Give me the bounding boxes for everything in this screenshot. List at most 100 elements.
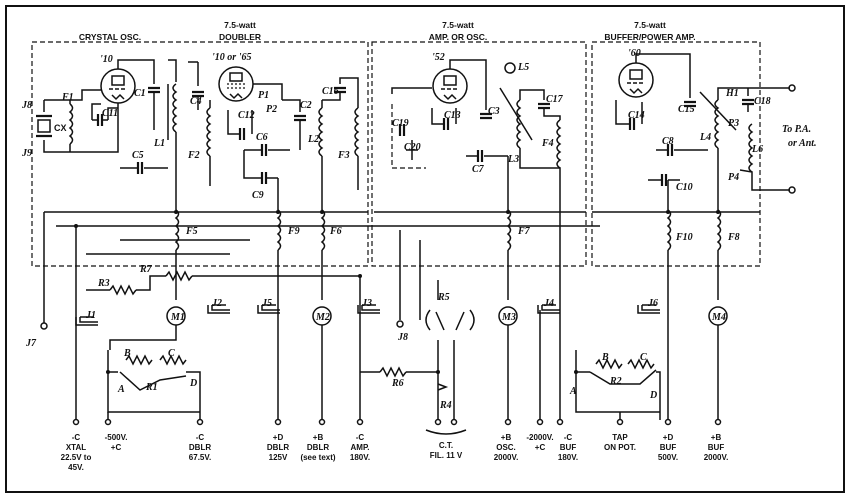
buffer-box (591, 41, 761, 267)
terminal-4: +B DBLR (see text) (300, 433, 335, 462)
lbl-c13: C13 (444, 110, 461, 121)
lbl-r7: R7 (139, 264, 153, 275)
svg-text:+B: +B (501, 433, 512, 442)
choke-f8 (717, 209, 722, 251)
lbl-r4: R4 (439, 400, 452, 411)
svg-text:AMP.: AMP. (351, 443, 370, 452)
svg-text:DBLR: DBLR (267, 443, 289, 452)
svg-text:-2000V.: -2000V. (526, 433, 553, 442)
svg-text:OSC.: OSC. (496, 443, 516, 452)
lbl-m1: M1 (170, 312, 185, 323)
svg-text:BUF: BUF (560, 443, 577, 452)
lbl-j1: J1 (85, 310, 96, 321)
lbl-f9: F9 (287, 226, 300, 237)
lbl-a1: A (117, 384, 125, 395)
lbl-f5: F5 (185, 226, 198, 237)
svg-text:(see text): (see text) (300, 453, 335, 462)
svg-text:-C: -C (72, 433, 81, 442)
lbl-r6: R6 (391, 378, 404, 389)
coil-f2 (206, 107, 211, 157)
svg-text:67.5V.: 67.5V. (189, 453, 211, 462)
coil-l3 (516, 99, 521, 149)
lbl-f6: F6 (329, 226, 342, 237)
lbl-l2: L2 (307, 134, 319, 145)
lbl-c15: C15 (678, 104, 695, 115)
lbl-c2: C2 (300, 100, 312, 111)
crystal-doubler-box (31, 41, 369, 267)
lbl-d2: D (649, 390, 657, 401)
svg-text:C.T.: C.T. (439, 441, 453, 450)
buffer-title-1: 7.5-watt (634, 20, 666, 30)
lbl-c12: C12 (238, 110, 255, 121)
svg-text:2000V.: 2000V. (704, 453, 729, 462)
lbl-f3: F3 (337, 150, 350, 161)
coil-f3 (354, 107, 359, 157)
lbl-f7: F7 (517, 226, 531, 237)
svg-text:180V.: 180V. (350, 453, 370, 462)
terminal-7: +B OSC. 2000V. (494, 433, 519, 462)
tube-buffer (618, 62, 654, 98)
tube-amp (432, 68, 468, 104)
lbl-r1: R1 (145, 382, 158, 393)
terminal-8: -2000V. +C (526, 433, 553, 452)
lbl-j5: J5 (261, 298, 272, 309)
svg-text:XTAL: XTAL (66, 443, 86, 452)
lbl-l6: L6 (751, 144, 763, 155)
choke-f1 (69, 103, 74, 145)
lbl-b2: B (601, 352, 609, 363)
tube-label-amp: '52 (432, 52, 445, 63)
lbl-j9: J9 (21, 148, 32, 159)
svg-text:45V.: 45V. (68, 463, 84, 472)
lbl-f4: F4 (541, 138, 554, 149)
lbl-p2: P2 (266, 104, 277, 115)
resistor-r7 (165, 271, 193, 281)
lbl-j8: J8 (21, 100, 32, 111)
lbl-j3: J3 (361, 298, 372, 309)
terminal-6: C.T. FIL. 11 V (425, 429, 467, 460)
terminal-10: TAP ON POT. (604, 433, 636, 452)
coil-l1 (172, 83, 177, 133)
svg-text:500V.: 500V. (658, 453, 678, 462)
lbl-l5: L5 (517, 62, 529, 73)
tube-crystal (100, 68, 136, 104)
lbl-c17: C17 (546, 94, 564, 105)
svg-text:-C: -C (196, 433, 205, 442)
terminal-row (72, 418, 722, 426)
outer-border (5, 5, 845, 493)
lbl-c1n: C (168, 348, 175, 359)
lbl-l1: L1 (153, 138, 165, 149)
tube-doubler (218, 66, 254, 102)
amp-box (371, 41, 587, 267)
lbl-f2: F2 (187, 150, 200, 161)
lbl-b1: B (123, 348, 131, 359)
lbl-c4: C4 (190, 96, 202, 107)
crystal-title: CRYSTAL OSC. (79, 32, 141, 42)
svg-text:+D: +D (663, 433, 674, 442)
lbl-j6: J6 (647, 298, 658, 309)
resistor-r3 (109, 285, 137, 295)
svg-text:+C: +C (111, 443, 122, 452)
lbl-c18: C18 (754, 96, 771, 107)
svg-text:-C: -C (564, 433, 573, 442)
lbl-c5: C5 (132, 150, 144, 161)
svg-text:BUF: BUF (708, 443, 725, 452)
lbl-p4: P4 (728, 172, 739, 183)
terminal-1: -500V. +C (105, 433, 128, 452)
lbl-c1: C1 (134, 88, 146, 99)
lbl-m3: M3 (501, 312, 516, 323)
svg-text:+B: +B (313, 433, 324, 442)
lbl-c11: C11 (102, 108, 118, 119)
resistor-b-net2 (595, 359, 623, 369)
lbl-l4: L4 (699, 132, 711, 143)
terminal-12: +B BUF 2000V. (704, 433, 729, 462)
tube-label-crystal: '10 (100, 54, 113, 65)
lbl-p1: P1 (258, 90, 269, 101)
tube-label-buffer: '60 (628, 48, 641, 59)
lbl-c16: C16 (322, 86, 339, 97)
lbl-c2n: C (640, 352, 647, 363)
lbl-f1: F1 (61, 92, 74, 103)
terminal-5: -C AMP. 180V. (350, 433, 370, 462)
svg-text:180V.: 180V. (558, 453, 578, 462)
svg-text:BUF: BUF (660, 443, 677, 452)
